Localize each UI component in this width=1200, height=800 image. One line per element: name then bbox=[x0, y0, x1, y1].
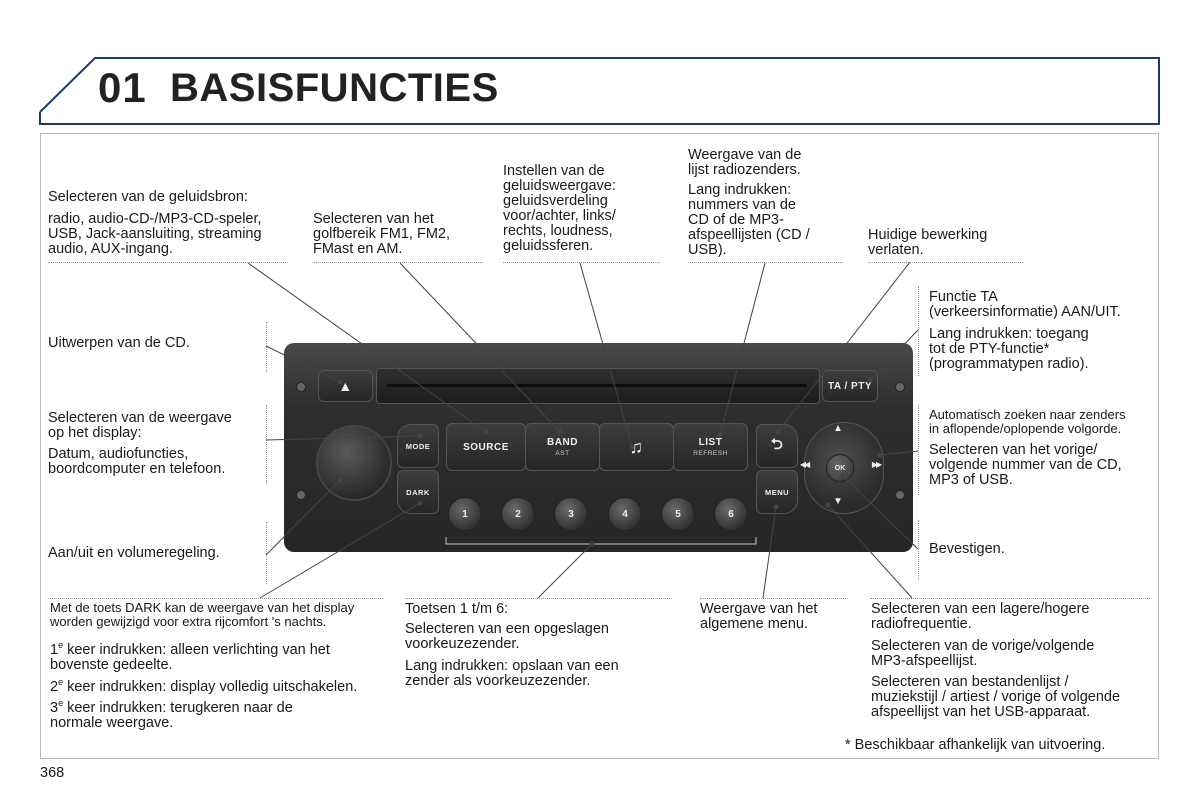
label-presets-title: Toetsen 1 t/m 6: bbox=[405, 601, 509, 617]
preset-button-3[interactable]: 3 bbox=[554, 497, 588, 531]
dark-item-1: 1e keer indrukken: alleen verlichting va… bbox=[50, 640, 330, 673]
screw bbox=[296, 382, 306, 392]
preset-button-1[interactable]: 1 bbox=[448, 497, 482, 531]
divider bbox=[48, 598, 383, 599]
seek-forward-icon[interactable]: ▶▶ bbox=[871, 460, 882, 469]
arrow-down-icon[interactable]: ▼ bbox=[833, 496, 843, 507]
page-number: 368 bbox=[40, 765, 65, 781]
label-presets-body2: Lang indrukken: opslaan van een zender a… bbox=[405, 658, 619, 689]
label-auto-search: Automatisch zoeken naar zenders in aflop… bbox=[929, 407, 1126, 436]
screw bbox=[895, 490, 905, 500]
label-mode-title: Selecteren van de weergave op het displa… bbox=[48, 410, 232, 441]
dark-item-3: 3e keer indrukken: terugkeren naar de no… bbox=[50, 698, 293, 731]
divider bbox=[918, 405, 919, 495]
label-mode-body: Datum, audiofuncties, boordcomputer en t… bbox=[48, 446, 226, 477]
label-sound: Instellen van de geluidsweergave: geluid… bbox=[503, 163, 616, 254]
header-frame bbox=[39, 57, 1160, 125]
dark-item-2: 2e keer indrukken: display volledig uits… bbox=[50, 677, 358, 695]
divider bbox=[868, 262, 1023, 263]
ta-pty-button[interactable]: TA / PTY bbox=[822, 370, 878, 402]
label-menu: Weergave van het algemene menu. bbox=[700, 601, 818, 632]
source-button-label: SOURCE bbox=[463, 441, 509, 453]
divider bbox=[700, 598, 848, 599]
label-source-body: radio, audio-CD-/MP3-CD-speler, USB, Jac… bbox=[48, 211, 262, 257]
label-power: Aan/uit en volumeregeling. bbox=[48, 545, 220, 561]
label-source-title: Selecteren van de geluidsbron: bbox=[48, 189, 248, 205]
music-note-icon: ♫ bbox=[629, 436, 644, 457]
dark-button[interactable]: DARK bbox=[397, 470, 439, 514]
screw bbox=[895, 382, 905, 392]
preset-button-5[interactable]: 5 bbox=[661, 497, 695, 531]
label-freq2: Selecteren van de vorige/volgende MP3-af… bbox=[871, 638, 1095, 669]
preset-button-2[interactable]: 2 bbox=[501, 497, 535, 531]
divider bbox=[918, 520, 919, 580]
mode-button[interactable]: MODE bbox=[397, 424, 439, 468]
label-confirm: Bevestigen. bbox=[929, 541, 1005, 557]
divider bbox=[918, 286, 919, 376]
list-button[interactable]: LIST REFRESH bbox=[673, 423, 748, 471]
label-list-body: Lang indrukken: nummers van de CD of de … bbox=[688, 182, 810, 258]
label-ta-title: Functie TA (verkeersinformatie) AAN/UIT. bbox=[929, 289, 1121, 320]
cd-slot bbox=[376, 368, 820, 404]
screw bbox=[296, 490, 306, 500]
label-next-track: Selecteren van het vorige/ volgende numm… bbox=[929, 442, 1122, 488]
page-title: BASISFUNCTIES bbox=[170, 66, 499, 110]
divider bbox=[266, 322, 267, 372]
seek-back-icon[interactable]: ◀◀ bbox=[799, 460, 810, 469]
divider bbox=[503, 262, 660, 263]
ok-button[interactable]: OK bbox=[826, 454, 854, 482]
preset-button-4[interactable]: 4 bbox=[608, 497, 642, 531]
label-dark-intro: Met de toets DARK kan de weergave van he… bbox=[50, 600, 355, 629]
label-back: Huidige bewerking verlaten. bbox=[868, 227, 988, 258]
label-ta-body: Lang indrukken: toegang tot de PTY-funct… bbox=[929, 326, 1089, 372]
label-freq3: Selecteren van bestandenlijst / muziekst… bbox=[871, 674, 1121, 720]
arrow-up-icon[interactable]: ▲ bbox=[833, 423, 843, 434]
band-button-label: BAND bbox=[547, 437, 578, 448]
preset-button-6[interactable]: 6 bbox=[714, 497, 748, 531]
footnote: * Beschikbaar afhankelijk van uitvoering… bbox=[845, 737, 1106, 753]
label-band: Selecteren van het golfbereik FM1, FM2, … bbox=[313, 211, 450, 257]
divider bbox=[313, 262, 483, 263]
divider bbox=[48, 262, 288, 263]
label-presets-body1: Selecteren van een opgeslagen voorkeuzez… bbox=[405, 621, 609, 652]
chapter-number: 01 bbox=[98, 64, 147, 111]
list-button-label: LIST bbox=[698, 437, 723, 448]
label-eject: Uitwerpen van de CD. bbox=[48, 335, 190, 351]
divider bbox=[688, 262, 843, 263]
list-button-sub: REFRESH bbox=[693, 450, 728, 457]
divider bbox=[266, 522, 267, 584]
eject-button[interactable]: ▲ bbox=[318, 370, 373, 402]
content-panel bbox=[40, 133, 1159, 759]
back-arrow-icon: ⮌ bbox=[770, 435, 784, 453]
volume-knob[interactable] bbox=[316, 425, 392, 501]
band-button[interactable]: BAND AST bbox=[525, 423, 600, 471]
divider bbox=[870, 598, 1150, 599]
band-button-sub: AST bbox=[555, 450, 570, 457]
divider bbox=[405, 598, 672, 599]
label-freq1: Selecteren van een lagere/hogere radiofr… bbox=[871, 601, 1090, 632]
divider bbox=[266, 405, 267, 485]
audio-settings-button[interactable]: ♫ bbox=[599, 423, 674, 471]
label-list-title: Weergave van de lijst radiozenders. bbox=[688, 147, 802, 178]
